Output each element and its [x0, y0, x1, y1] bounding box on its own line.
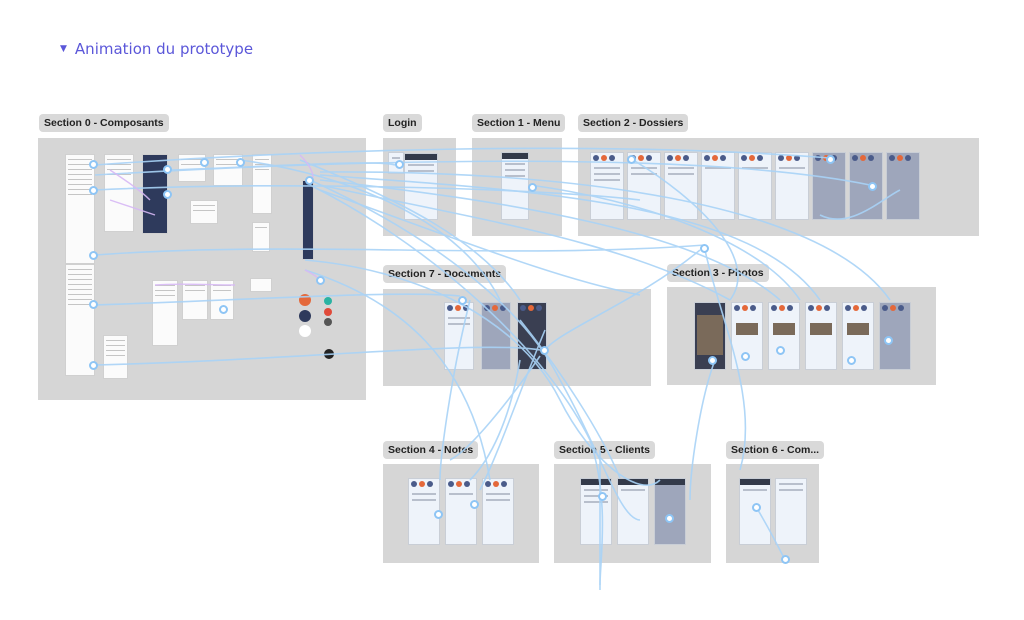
client-screen[interactable] [580, 478, 612, 545]
link-node[interactable] [236, 158, 245, 167]
photo-screen[interactable] [768, 302, 800, 370]
link-node[interactable] [163, 190, 172, 199]
link-node[interactable] [89, 160, 98, 169]
com-screen[interactable] [775, 478, 807, 545]
dossier-screen[interactable] [738, 152, 772, 220]
link-node[interactable] [627, 155, 636, 164]
dossier-screen[interactable] [664, 152, 698, 220]
link-node[interactable] [708, 356, 717, 365]
client-screen[interactable] [654, 478, 686, 545]
section-label-dossiers[interactable]: Section 2 - Dossiers [578, 114, 689, 132]
section-label-com[interactable]: Section 6 - Com... [726, 441, 825, 459]
prototype-animation-title: Animation du prototype [74, 40, 254, 58]
link-node[interactable] [89, 361, 98, 370]
dossier-screen[interactable] [849, 152, 883, 220]
link-node[interactable] [781, 555, 790, 564]
prototype-animation-header[interactable]: ▼ Animation du prototype [60, 40, 253, 58]
component-card[interactable] [152, 280, 178, 346]
color-swatch-dark [299, 310, 311, 322]
menu-screen[interactable] [501, 152, 529, 220]
section-label-notes[interactable]: Section 4 - Notes [383, 441, 479, 459]
link-node[interactable] [458, 296, 467, 305]
component-card[interactable] [252, 154, 272, 214]
link-node[interactable] [305, 176, 314, 185]
link-node[interactable] [752, 503, 761, 512]
dossier-screen[interactable] [775, 152, 809, 220]
color-swatch-orange [299, 294, 311, 306]
component-list-panel[interactable] [65, 264, 95, 376]
link-node[interactable] [470, 500, 479, 509]
link-node[interactable] [665, 514, 674, 523]
link-node[interactable] [89, 300, 98, 309]
section-label-composants[interactable]: Section 0 - Composants [39, 114, 169, 132]
link-node[interactable] [847, 356, 856, 365]
document-screen[interactable] [481, 302, 511, 370]
link-node[interactable] [528, 183, 537, 192]
link-node[interactable] [700, 244, 709, 253]
link-node[interactable] [776, 346, 785, 355]
color-swatch-black [324, 349, 334, 359]
link-node[interactable] [868, 182, 877, 191]
component-card[interactable] [302, 180, 314, 260]
link-node[interactable] [884, 336, 893, 345]
section-label-login[interactable]: Login [383, 114, 422, 132]
component-card[interactable] [190, 200, 218, 224]
color-swatch-white [299, 325, 311, 337]
link-node[interactable] [316, 276, 325, 285]
client-screen[interactable] [617, 478, 649, 545]
component-card[interactable] [252, 222, 270, 252]
photo-screen[interactable] [805, 302, 837, 370]
document-screen[interactable] [517, 302, 547, 370]
color-swatch-teal [324, 297, 332, 305]
component-card[interactable] [182, 280, 208, 320]
component-card[interactable] [103, 335, 128, 379]
link-node[interactable] [395, 160, 404, 169]
color-swatch-grey [324, 318, 332, 326]
link-node[interactable] [434, 510, 443, 519]
triangle-down-icon[interactable]: ▼ [60, 43, 67, 54]
color-swatch-red [324, 308, 332, 316]
component-list-panel[interactable] [65, 154, 95, 264]
link-node[interactable] [163, 165, 172, 174]
section-label-documents[interactable]: Section 7 - Documents [383, 265, 507, 283]
link-node[interactable] [826, 155, 835, 164]
link-node[interactable] [200, 158, 209, 167]
note-screen[interactable] [482, 478, 514, 545]
component-card[interactable] [104, 154, 134, 232]
dossier-screen[interactable] [701, 152, 735, 220]
dossier-screen[interactable] [590, 152, 624, 220]
login-screen[interactable] [404, 153, 438, 220]
link-node[interactable] [89, 251, 98, 260]
link-node[interactable] [598, 492, 607, 501]
section-label-photos[interactable]: Section 3 - Photos [667, 264, 769, 282]
note-screen[interactable] [445, 478, 477, 545]
section-label-clients[interactable]: Section 5 - Clients [554, 441, 656, 459]
link-node[interactable] [89, 186, 98, 195]
link-node[interactable] [540, 346, 549, 355]
document-screen[interactable] [444, 302, 474, 370]
component-card[interactable] [250, 278, 272, 292]
section-label-menu[interactable]: Section 1 - Menu [472, 114, 566, 132]
dossier-screen[interactable] [886, 152, 920, 220]
component-card[interactable] [210, 280, 234, 320]
link-node[interactable] [741, 352, 750, 361]
link-node[interactable] [219, 305, 228, 314]
photo-screen[interactable] [879, 302, 911, 370]
